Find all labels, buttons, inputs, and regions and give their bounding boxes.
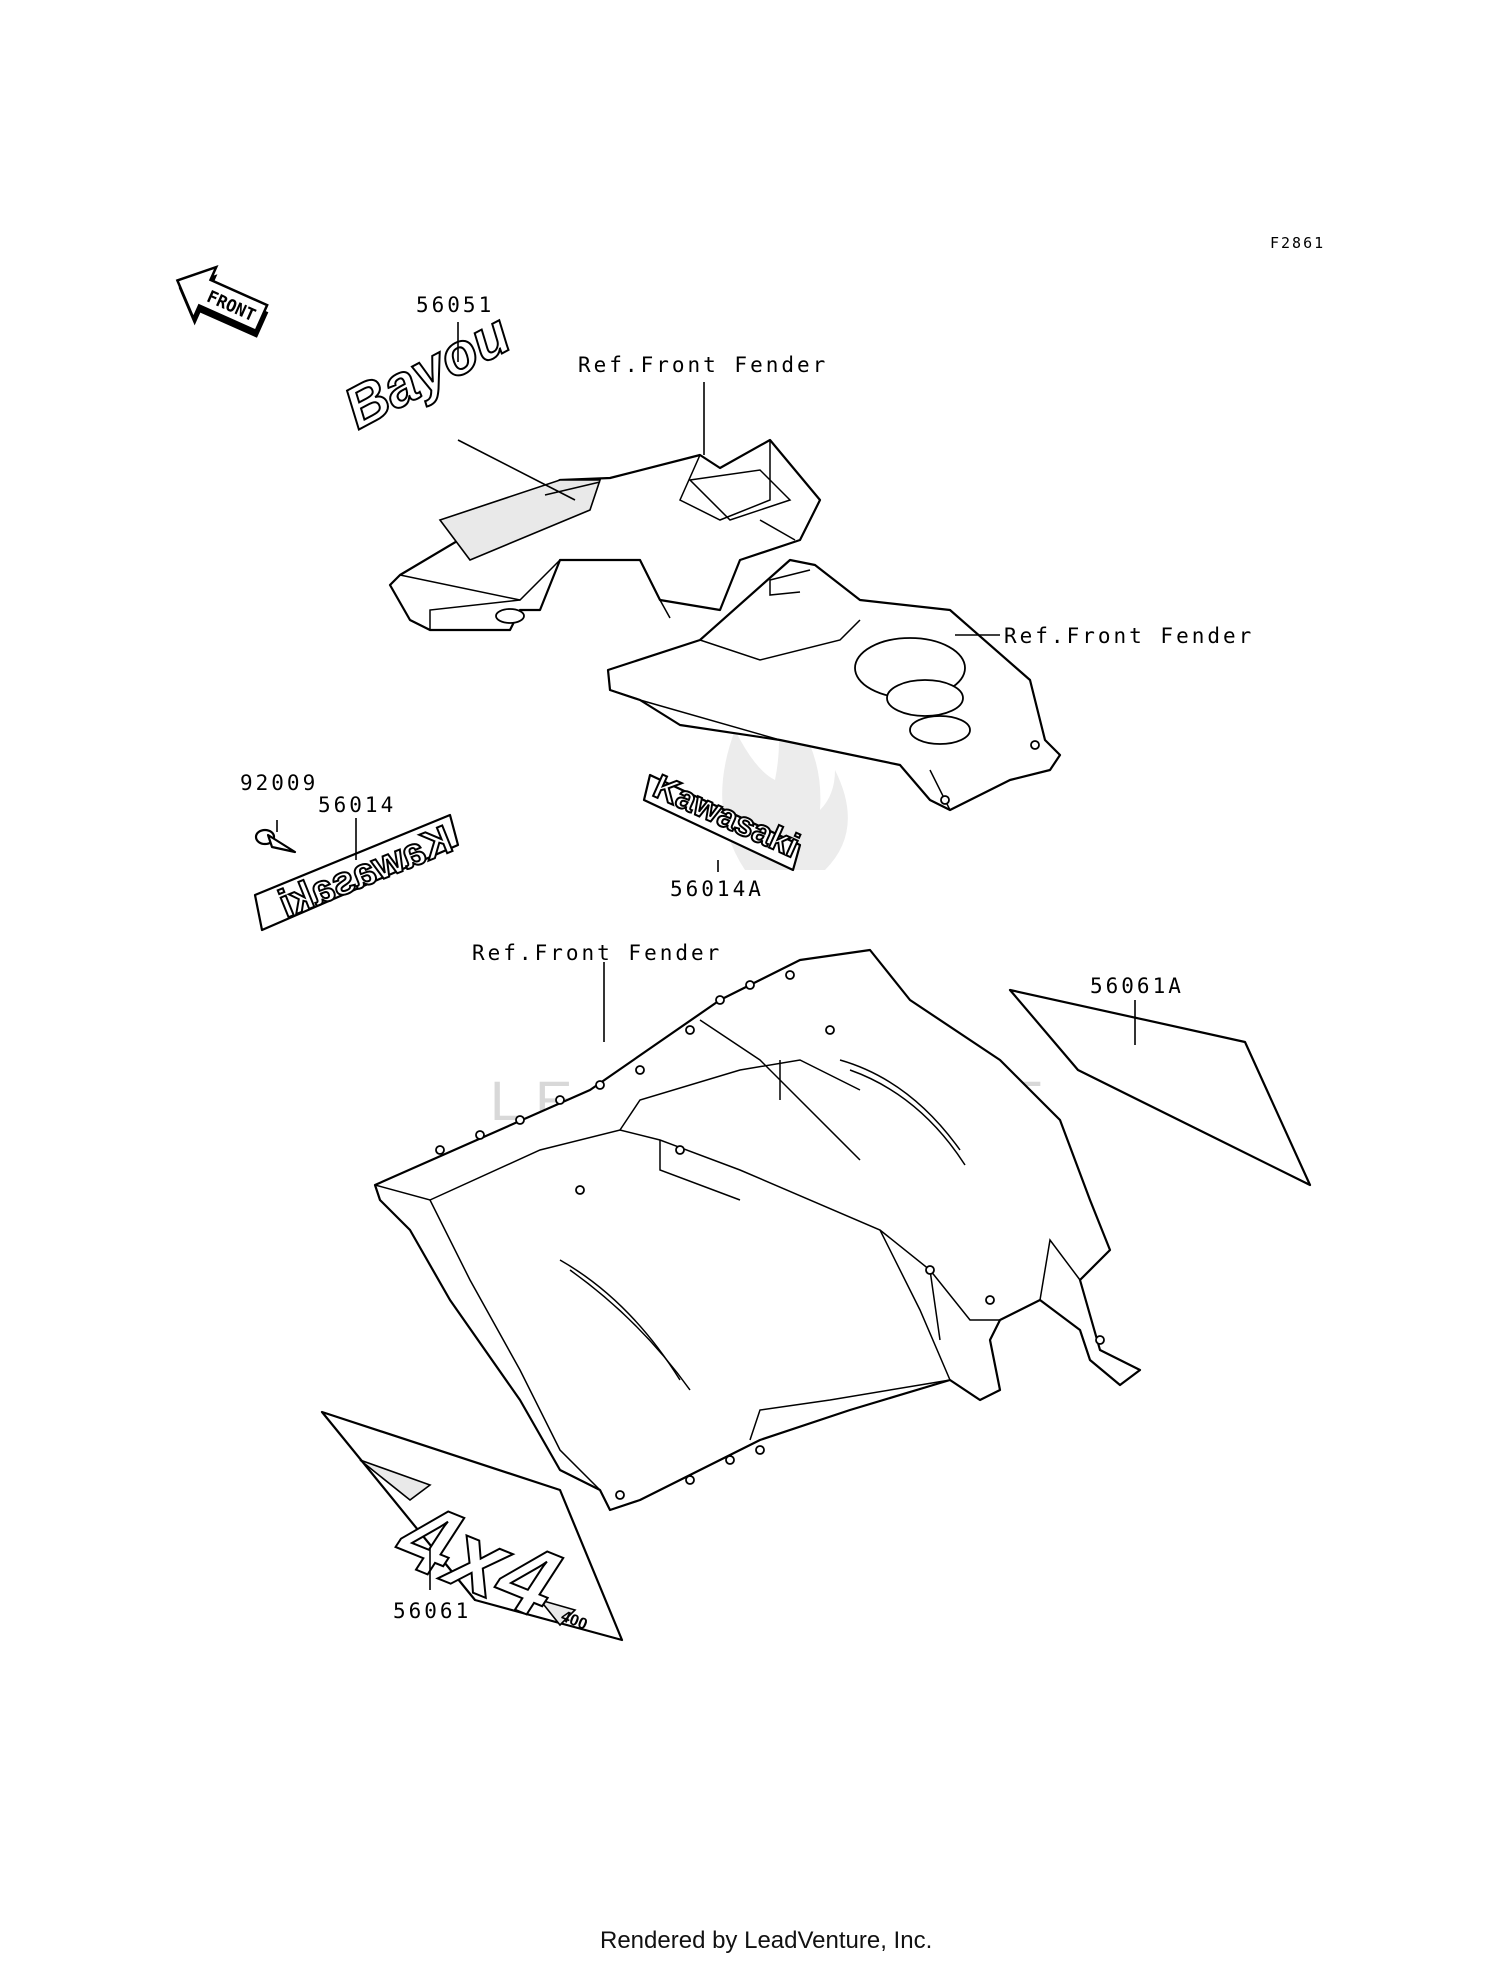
callout-56014: 56014: [318, 793, 396, 817]
front-arrow-icon: FRONT: [175, 264, 269, 338]
callout-92009: 92009: [240, 771, 318, 795]
front-fender-top-part: [388, 438, 822, 632]
callout-56014A: 56014A: [670, 877, 764, 901]
ref-front-fender-right: Ref.Front Fender: [1004, 624, 1254, 648]
diagram-code: F2861: [1270, 234, 1325, 252]
kawasaki-left-decal-text: Kawasaki: [273, 818, 459, 927]
four-by-four-decal: 4x4 400: [320, 1410, 624, 1642]
front-fender-bottom-part: [373, 948, 1142, 1512]
bayou-decal-text: Bayou: [334, 301, 521, 442]
ref-front-fender-top: Ref.Front Fender: [578, 353, 828, 377]
bayou-decal: Bayou: [333, 300, 522, 443]
leader-lines: [276, 322, 1136, 1590]
front-fender-middle-part: [606, 558, 1062, 812]
callout-56051: 56051: [416, 293, 494, 317]
rivet-part: [254, 828, 297, 854]
ref-front-fender-bottom: Ref.Front Fender: [472, 941, 722, 965]
side-decal-plain: [1008, 988, 1312, 1187]
callout-56061: 56061: [393, 1599, 471, 1623]
footer-credit: Rendered by LeadVenture, Inc.: [600, 1927, 932, 1954]
callout-56061A: 56061A: [1090, 974, 1184, 998]
